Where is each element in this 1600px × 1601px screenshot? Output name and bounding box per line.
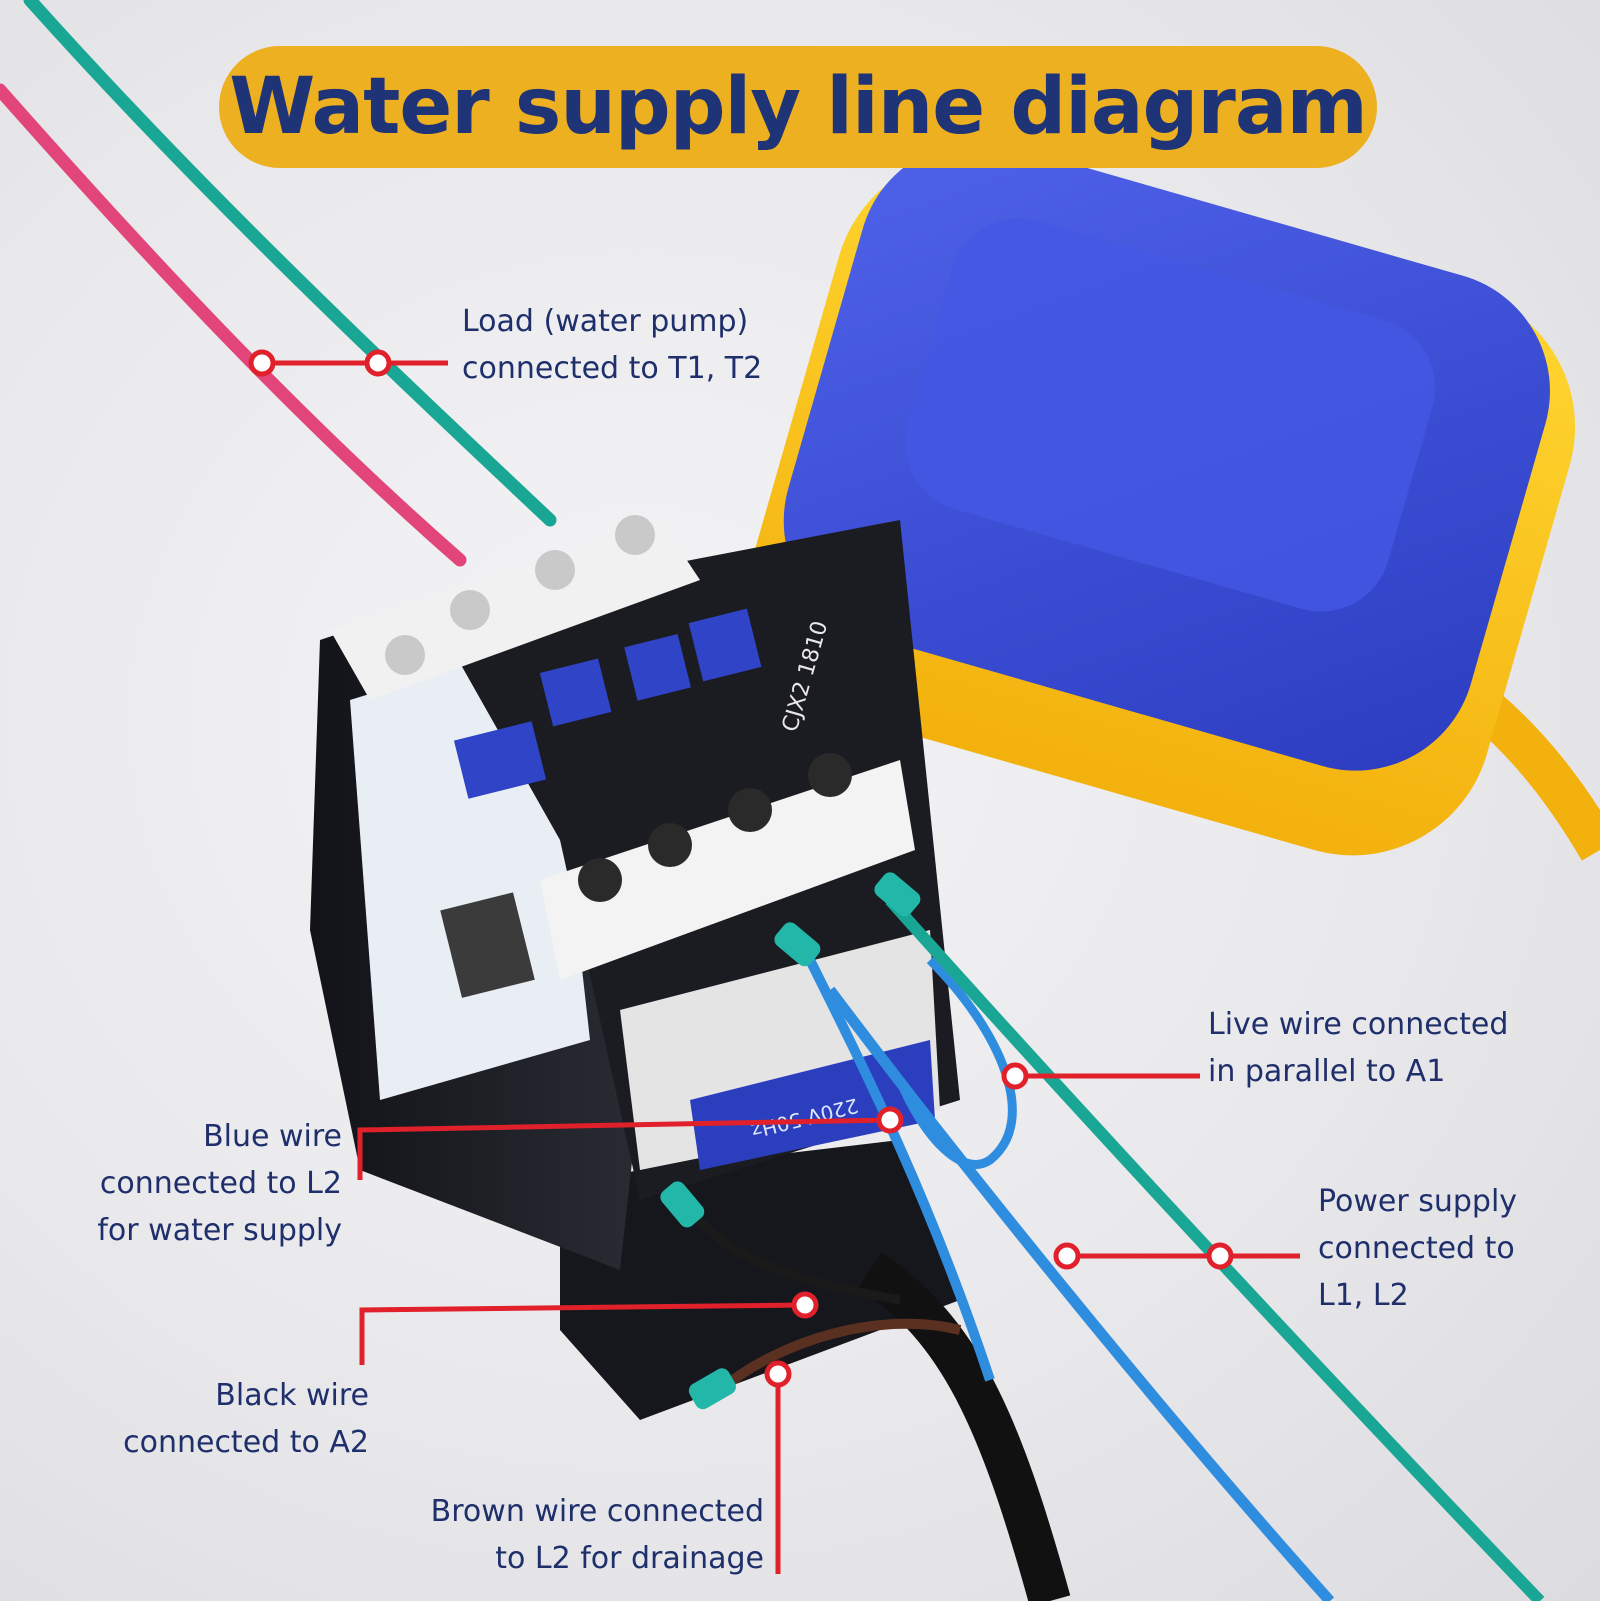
label-load: Load (water pump) connected to T1, T2: [462, 298, 762, 392]
callout-dot: [764, 1360, 792, 1388]
label-line: Live wire connected: [1208, 1007, 1509, 1042]
callout-dots: [248, 349, 1234, 1388]
blue-button-2: [539, 658, 612, 727]
din-rail-base: [560, 1140, 960, 1420]
ferrule: [874, 872, 921, 917]
label-line: Blue wire: [203, 1119, 342, 1154]
label-power: Power supply connected to L1, L2: [1318, 1178, 1517, 1319]
label-line: connected to: [1318, 1231, 1515, 1266]
blue-wire-supply: [825, 986, 1335, 1601]
blue-button-1: [453, 721, 547, 799]
label-line: Black wire: [215, 1378, 369, 1413]
label-line: connected to A2: [123, 1425, 369, 1460]
blue-button-4: [688, 608, 762, 682]
callout-dot: [1053, 1242, 1081, 1270]
terminal-hole: [615, 515, 655, 555]
terminal-hole: [648, 823, 692, 867]
callout-dot: [1206, 1242, 1234, 1270]
pink-wire: [0, 83, 467, 567]
green-wire-top: [23, 0, 557, 527]
ferrule: [688, 1368, 736, 1410]
label-line: in parallel to A1: [1208, 1054, 1446, 1089]
label-brown: Brown wire connected to L2 for drainage: [431, 1488, 764, 1582]
callout-blue: [357, 1117, 891, 1180]
supply-wires: [660, 872, 1545, 1601]
green-wire-supply: [885, 896, 1545, 1601]
coil-label-blue: [690, 1040, 935, 1170]
label-line: Load (water pump): [462, 304, 749, 339]
callout-dot: [248, 349, 276, 377]
label-line: to L2 for drainage: [495, 1541, 764, 1576]
terminal-hole: [728, 788, 772, 832]
blue-button-3: [624, 634, 691, 701]
callout-black: [359, 1302, 806, 1365]
label-line: for water supply: [97, 1213, 342, 1248]
label-blue: Blue wire connected to L2 for water supp…: [97, 1113, 342, 1254]
ferrule: [660, 1181, 705, 1228]
terminal-hole: [578, 858, 622, 902]
callout-dot: [791, 1291, 819, 1319]
label-line: Brown wire connected: [430, 1494, 764, 1529]
callout-dot: [364, 349, 392, 377]
terminal-hole: [535, 550, 575, 590]
qr-code: [440, 892, 535, 998]
label-line: L1, L2: [1318, 1278, 1409, 1313]
title-banner: Water supply line diagram: [219, 46, 1377, 168]
terminal-hole: [808, 753, 852, 797]
black-wire: [686, 1207, 901, 1305]
label-line: connected to T1, T2: [462, 351, 763, 386]
terminal-hole: [385, 635, 425, 675]
contactor: CJX2 1810 220V 50Hz: [310, 515, 960, 1420]
blue-wire-loop: [895, 956, 1017, 1169]
label-line: Power supply: [1318, 1184, 1518, 1219]
black-sheath: [858, 1252, 1071, 1601]
float-top-panel: [904, 218, 1436, 612]
label-live: Live wire connected in parallel to A1: [1208, 1001, 1508, 1095]
callout-dot: [1001, 1062, 1029, 1090]
float-switch: [750, 141, 1600, 861]
front-terminal-strip: [540, 760, 915, 980]
load-wires: [0, 0, 557, 567]
page-title: Water supply line diagram: [229, 62, 1368, 152]
label-black: Black wire connected to A2: [123, 1372, 369, 1466]
brown-wire: [716, 1318, 962, 1394]
callout-dot: [876, 1106, 904, 1134]
ferrule: [774, 922, 821, 967]
terminal-hole: [450, 590, 490, 630]
label-line: connected to L2: [99, 1166, 342, 1201]
